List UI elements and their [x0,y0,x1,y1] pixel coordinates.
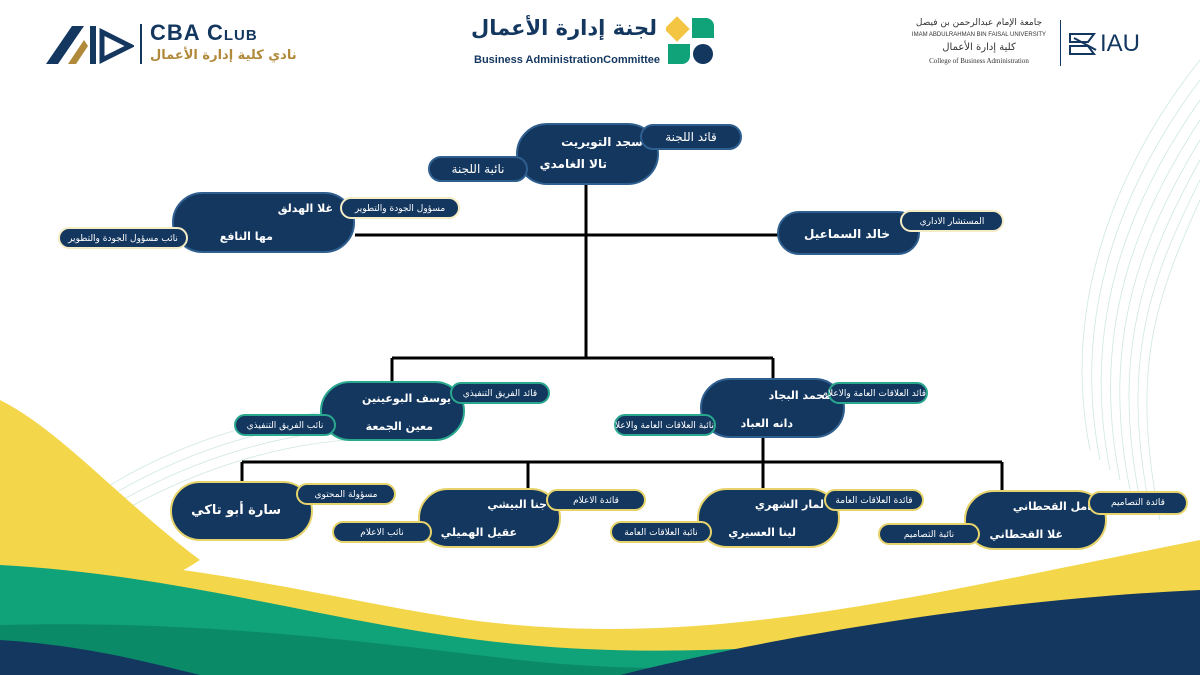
cba-divider [140,24,142,64]
pr-lead-name: لمار الشهري [754,498,824,511]
node-media: جنا البيشي عقيل الهميلي [418,488,561,548]
node-advisor: خالد السماعيل [777,211,920,255]
node-design: امل القحطاني غلا القحطاني [964,490,1107,550]
iau-name-ar: جامعة الإمام عبدالرحمن بن فيصل [915,18,1043,28]
design-lead-name: امل القحطاني [1012,500,1091,513]
iau-college-ar: كلية إدارة الأعمال [942,42,1016,53]
iau-mark-text: IAU [1100,30,1141,57]
node-pr: لمار الشهري لينا العسيري [697,488,840,548]
tag-design-lead: قائدة التصاميم [1088,491,1188,515]
tag-pr-media-lead: قائد العلاقات العامة والاعلام [822,382,928,404]
tag-committee-leader: قائد اللجنة [640,124,742,150]
quality-deputy-name: مها النافع [219,230,273,243]
cba-club-subtitle: نادي كلية إدارة الأعمال [150,48,297,63]
committee-logo: لجنة إدارة الأعمال Business Administrati… [470,12,720,72]
tag-quality-deputy: نائب مسؤول الجودة والتطوير [58,227,188,249]
node-quality: غلا الهدلق مها النافع [172,192,355,253]
media-deputy-name: عقيل الهميلي [440,526,517,539]
cba-mark-icon [46,26,134,65]
committee-title-en: Business AdministrationCommittee [474,54,661,66]
media-lead-name: جنا البيشي [487,498,547,511]
executive-lead-name: يوسف البوعينين [362,392,451,405]
tag-pr-deputy: نائبة العلاقات العامة [610,521,712,543]
tag-design-deputy: نائبة التصاميم [878,523,980,545]
pr-deputy-name: لينا العسيري [728,526,796,539]
cba-club-logo: CBA Club نادي كلية إدارة الأعمال [44,20,297,70]
node-executive: يوسف البوعينين معين الجمعة [320,381,465,441]
node-content: سارة أبو تاكي [170,481,313,541]
tag-media-lead: قائدة الاعلام [546,489,646,511]
tag-pr-media-deputy: نائبة العلاقات العامة والاعلام [609,414,716,436]
iau-crest-icon [1069,33,1097,55]
iau-name-en: IMAM ABDULRAHMAN BIN FAISAL UNIVERSITY [911,32,1047,38]
vice-leader-name: تالا الغامدي [539,157,607,171]
node-committee-leader: اسجد التويريت تالا الغامدي [516,123,659,185]
committee-mark-icon [666,16,714,64]
tag-quality-lead: مسؤول الجودة والتطوير [340,197,460,219]
pr-media-deputy-name: دانه العباد [740,417,793,430]
node-pr-media: محمد البجاد دانه العباد [700,378,845,438]
tag-executive-deputy: نائب الفريق التنفيذي [234,414,336,436]
tag-advisor: المستشار الاداري [900,210,1004,232]
pr-media-lead-name: محمد البجاد [768,389,831,402]
tag-pr-lead: قائدة العلاقات العامة [824,489,924,511]
executive-deputy-name: معين الجمعة [365,420,433,433]
iau-logo: جامعة الإمام عبدالرحمن بن فيصل IMAM ABDU… [900,16,1160,72]
leader-name: اسجد التويريت [561,135,647,149]
content-lead-name: سارة أبو تاكي [191,503,281,518]
cba-club-title: CBA Club [150,20,258,45]
tag-media-deputy: نائب الاعلام [332,521,432,543]
quality-lead-name: غلا الهدلق [277,202,333,215]
tag-executive-lead: قائد الفريق التنفيذي [450,382,550,404]
iau-divider [1060,20,1061,66]
advisor-name: خالد السماعيل [804,227,890,241]
iau-college-en: College of Business Administration [929,57,1029,65]
tag-vice-leader: نائبة اللجنة [428,156,528,182]
design-deputy-name: غلا القحطاني [989,528,1063,541]
tag-content-lead: مسؤولة المحتوى [296,483,396,505]
committee-title-ar: لجنة إدارة الأعمال [471,16,657,40]
